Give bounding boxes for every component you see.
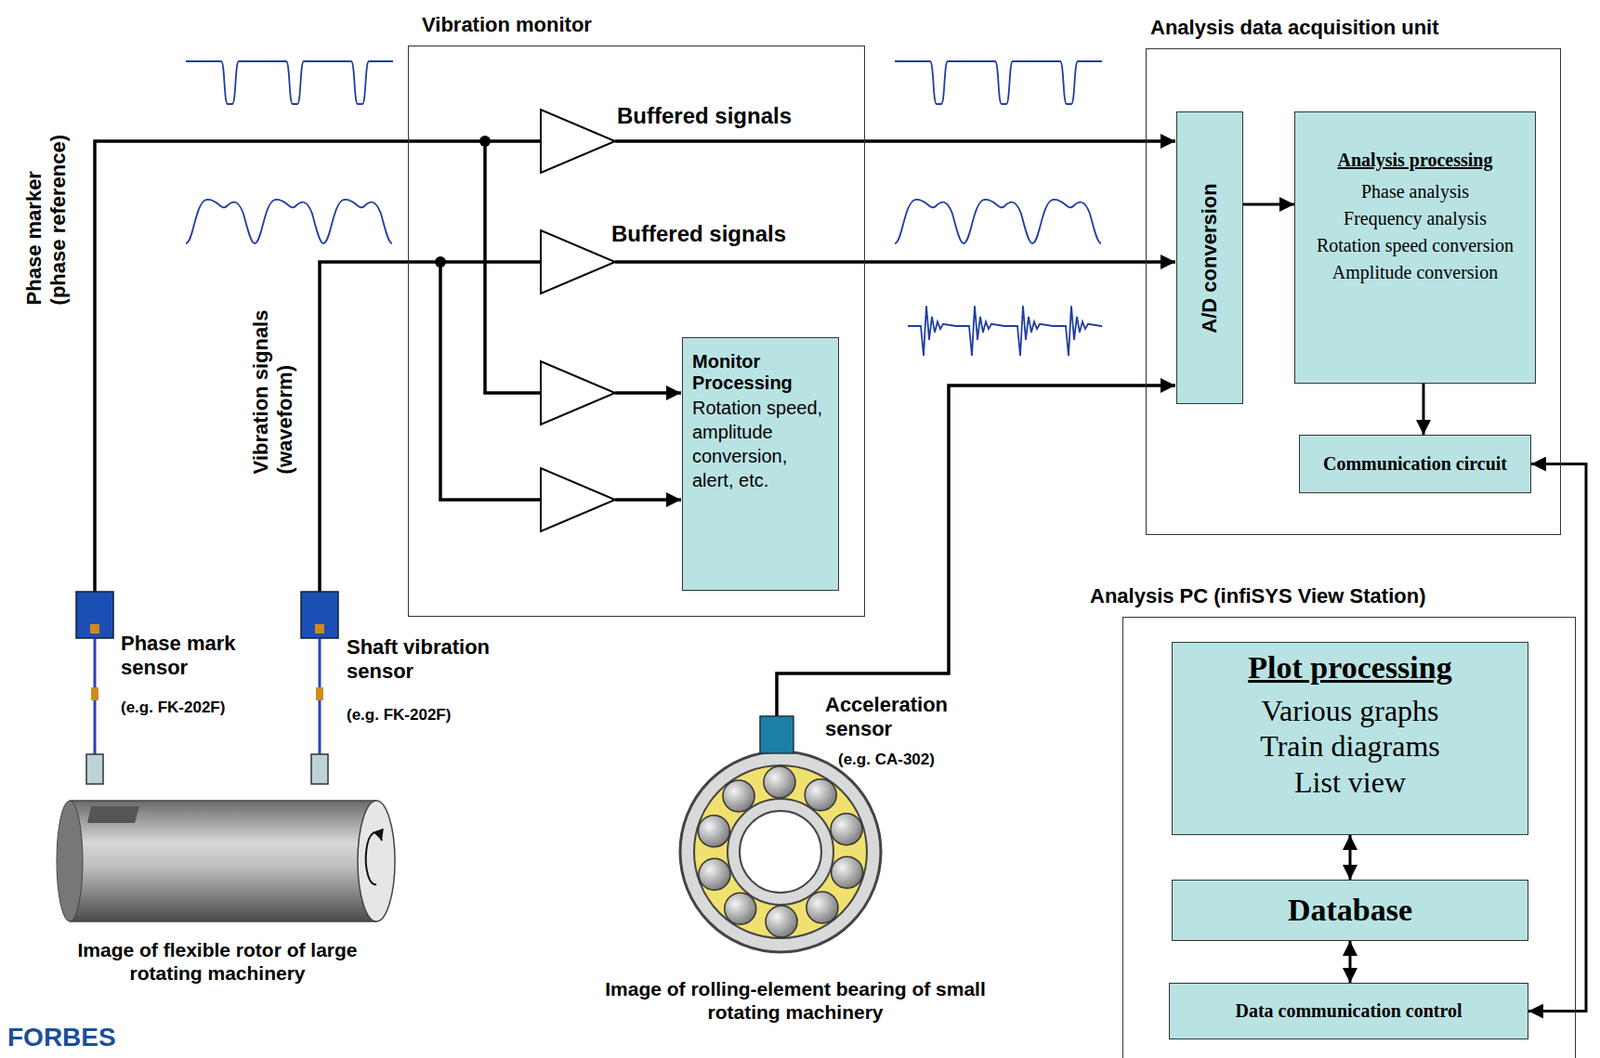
box-title: Data communication control — [1234, 1000, 1462, 1023]
logo-text: FORBES — [7, 1022, 157, 1054]
connector-arrow — [1422, 383, 1426, 435]
box-title: Monitor Processing — [692, 351, 829, 394]
connector-arrow — [1349, 941, 1352, 984]
signal-label: Phase marker (phase reference) — [22, 118, 72, 305]
connector-arrow — [1528, 464, 1587, 1012]
caption-label: Image of rolling-element bearing of smal… — [586, 977, 1005, 1024]
box-title: Database — [1287, 892, 1413, 929]
box-text: Phase analysis — [1361, 178, 1469, 206]
box-text: Amplitude conversion — [1332, 259, 1498, 287]
container-heading: Vibration monitor — [421, 13, 592, 38]
signal-label: Vibration signals (waveform) — [249, 297, 299, 474]
caption-label: (e.g. CA-302) — [838, 750, 997, 770]
box-text: Rotation speed, amplitude conversion, al… — [692, 395, 829, 493]
caption-label: Phase mark sensor — [120, 631, 284, 682]
signal-wires — [94, 141, 1176, 717]
process-box: Analysis processingPhase analysisFrequen… — [1294, 111, 1536, 384]
caption-label: Image of flexible rotor of large rotatin… — [64, 938, 371, 985]
box-title: Analysis processing — [1337, 149, 1494, 171]
connector-arrow — [1243, 203, 1295, 207]
container-box: Analysis data acquisition unitA/D conver… — [1145, 48, 1561, 536]
caption-label: Acceleration sensor — [825, 693, 1002, 743]
container-box: Analysis PC (infiSYS View Station)Plot p… — [1122, 616, 1576, 1058]
box-title: Communication circuit — [1323, 453, 1508, 475]
box-text: Various graphs — [1260, 693, 1439, 729]
process-box: Database — [1171, 879, 1529, 942]
process-box: A/D conversion — [1176, 111, 1244, 405]
caption-label: Shaft vibration sensor — [346, 635, 547, 685]
box-title: Plot processing — [1247, 650, 1452, 686]
box-text: Rotation speed conversion — [1316, 232, 1514, 260]
junction-dot — [434, 256, 446, 268]
waveforms — [185, 61, 1102, 356]
container-heading: Analysis data acquisition unit — [1150, 15, 1440, 40]
amplifier-symbols — [540, 109, 616, 532]
caption-label: (e.g. FK-202F) — [346, 706, 514, 725]
rotor-drawing — [56, 800, 395, 922]
process-box: Monitor ProcessingRotation speed, amplit… — [681, 337, 840, 591]
caption-label: Buffered signals — [616, 103, 878, 131]
container-heading: Analysis PC (infiSYS View Station) — [1089, 584, 1426, 609]
connector-arrow — [1349, 835, 1352, 880]
proximity-sensors — [76, 591, 339, 785]
box-text: Frequency analysis — [1343, 205, 1487, 233]
caption-label: Buffered signals — [611, 221, 872, 249]
container-box: Vibration monitorMonitor ProcessingRotat… — [407, 45, 866, 617]
process-box: Communication circuit — [1298, 434, 1532, 494]
caption-label: (e.g. FK-202F) — [120, 698, 289, 718]
process-box: Plot processingVarious graphsTrain diagr… — [1171, 642, 1529, 836]
junction-dot — [479, 135, 491, 147]
box-text: List view — [1294, 764, 1406, 800]
process-box: Data communication control — [1168, 983, 1529, 1040]
box-text: Train diagrams — [1259, 728, 1440, 764]
vertical-label: A/D conversion — [1197, 183, 1222, 333]
